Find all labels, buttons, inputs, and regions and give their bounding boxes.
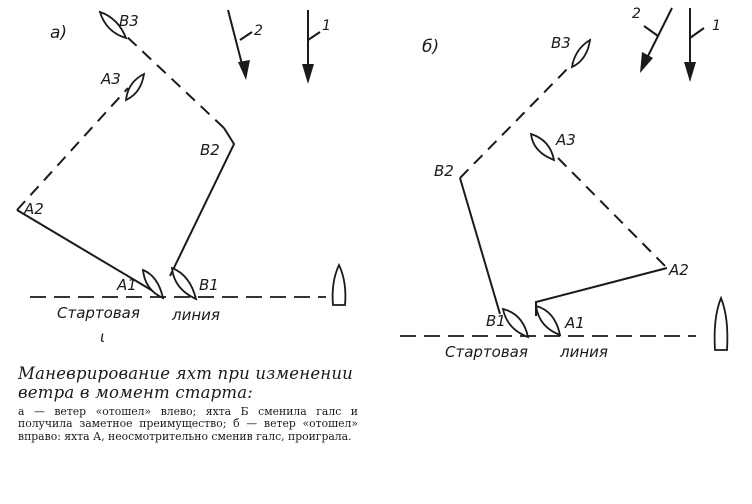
panel-a-boat-b3 — [98, 10, 128, 40]
panel-a: а) 2 1 A2 A3 B3 B2 A1 B1 — [16, 9, 347, 346]
panel-b-label-b1: B1 — [486, 312, 506, 330]
panel-b-boat-b3 — [570, 38, 592, 69]
panel-a-boat-b1 — [170, 266, 198, 301]
panel-b-label-a3: A3 — [555, 131, 576, 149]
panel-b-boat-a1 — [534, 304, 562, 337]
panel-b: б) 2 1 B2 B3 A3 A2 B1 A1 — [400, 6, 729, 361]
panel-b-label-a1: A1 — [564, 314, 585, 332]
panel-b-boat-a3 — [529, 132, 556, 162]
panel-b-wind-arrow-2 — [640, 7, 673, 73]
panel-a-label-a3: A3 — [100, 70, 121, 88]
panel-a-track-b-solid — [169, 127, 236, 277]
panel-b-wind-label-2: 2 — [632, 6, 641, 22]
panel-a-start-label-word2: линия — [171, 306, 220, 324]
panel-b-finish-mark — [713, 295, 729, 351]
panel-b-track-b-solid — [459, 177, 501, 315]
panel-a-wind-arrow-1 — [302, 10, 321, 84]
panel-b-wind-label-1: 1 — [712, 18, 721, 34]
panel-b-track-b-dashed — [459, 61, 575, 179]
panel-a-track-b-dashed — [123, 33, 225, 129]
figure-caption: Маневрирование яхт при изменении ветра в… — [18, 364, 358, 443]
panel-a-label-a2: A2 — [23, 200, 44, 218]
panel-b-label-b2: B2 — [434, 162, 454, 180]
panel-a-label-b1: B1 — [199, 276, 219, 294]
panel-b-track-a-dashed — [557, 157, 668, 269]
panel-a-track-a-dashed — [16, 87, 129, 211]
panel-b-track-a-solid — [535, 267, 668, 316]
panel-b-boat-b1 — [501, 307, 530, 339]
panel-b-label-a2: A2 — [668, 261, 689, 279]
panel-a-stray-mark: ι — [100, 328, 105, 346]
panel-a-track-a-solid — [16, 209, 164, 298]
caption-body: а — ветер «отошел» влево; яхта Б сменила… — [18, 405, 358, 443]
panel-a-wind-arrow-2 — [227, 9, 253, 80]
panel-a-label: а) — [50, 23, 67, 43]
caption-title: Маневрирование яхт при изменении ветра в… — [18, 364, 354, 402]
panel-b-start-label-word2: линия — [559, 343, 608, 361]
panel-b-label: б) — [422, 37, 439, 57]
panel-a-label-b2: B2 — [200, 141, 220, 159]
panel-a-start-label-word1: Стартовая — [57, 304, 140, 322]
panel-a-finish-mark — [331, 262, 347, 306]
panel-a-boat-a1 — [141, 268, 165, 300]
panel-b-wind-arrow-1 — [684, 8, 705, 82]
panel-a-label-b3: B3 — [119, 12, 139, 30]
panel-b-label-b3: B3 — [551, 34, 571, 52]
panel-a-wind-label-1: 1 — [322, 18, 331, 34]
panel-a-label-a1: A1 — [116, 276, 137, 294]
panel-b-start-label-word1: Стартовая — [445, 343, 528, 361]
panel-a-wind-label-2: 2 — [254, 23, 263, 39]
panel-a-boat-a3 — [124, 72, 146, 102]
